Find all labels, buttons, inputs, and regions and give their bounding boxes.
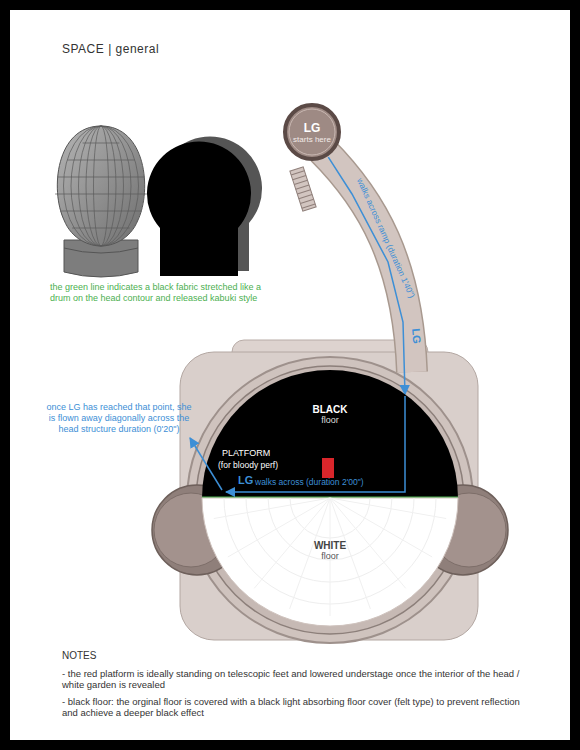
page-title: SPACE | general [62,42,159,56]
node-text: LGstarts here [282,102,342,144]
white-floor-shape [202,498,458,626]
stair-step [296,185,309,189]
actor-label: LG [238,474,254,487]
facet-line [83,143,120,144]
garden-texture [214,498,330,519]
stair-step [297,190,310,194]
head-structure [152,340,508,643]
stair-step [300,199,313,203]
node-subtext: floor [202,415,458,425]
fabric-note: the green line indicates a black fabric … [50,282,265,304]
head-silhouette [147,137,262,276]
node-heading: BLACK [202,372,458,415]
facet-line [64,126,139,246]
facet-line [58,177,145,178]
notes-heading: NOTES [62,650,532,662]
flight-path [190,438,222,490]
white-floor-shape [202,498,458,628]
stair-step [302,204,315,208]
note-text: - the red platform is ideally standing o… [62,668,532,691]
red-platform [322,458,334,478]
node-heading: LG [282,121,342,135]
facet-line [55,194,147,195]
facet-line [72,228,130,229]
node-subtext: floor [202,551,458,561]
stairs [290,167,316,211]
flight-note: once LG has reached that point, she is f… [46,402,192,434]
stair-step [293,175,306,179]
platform-label: PLATFORM [222,448,318,459]
stair-step [294,180,307,184]
actor-label: LG [409,328,423,344]
black-floor-shape [202,370,458,498]
head-model [55,126,147,277]
facet-line [71,126,131,246]
walk-label: walks across (duration 2'00") [255,477,405,487]
start-circle: LGstarts here [282,102,342,162]
node-heading: WHITE [202,498,458,551]
note-text: - black floor: the orginal floor is cove… [62,696,532,719]
node-subtext: starts here [292,135,332,144]
node-text: WHITEfloor [202,498,458,561]
node-text: BLACKfloor [202,372,458,425]
white-floor: WHITEfloor [202,498,458,628]
facet-line [67,160,134,161]
facet-line [60,211,141,212]
stair-step [299,194,312,198]
stair-step [291,171,304,175]
platform-sublabel: (for bloody perf) [218,460,318,470]
